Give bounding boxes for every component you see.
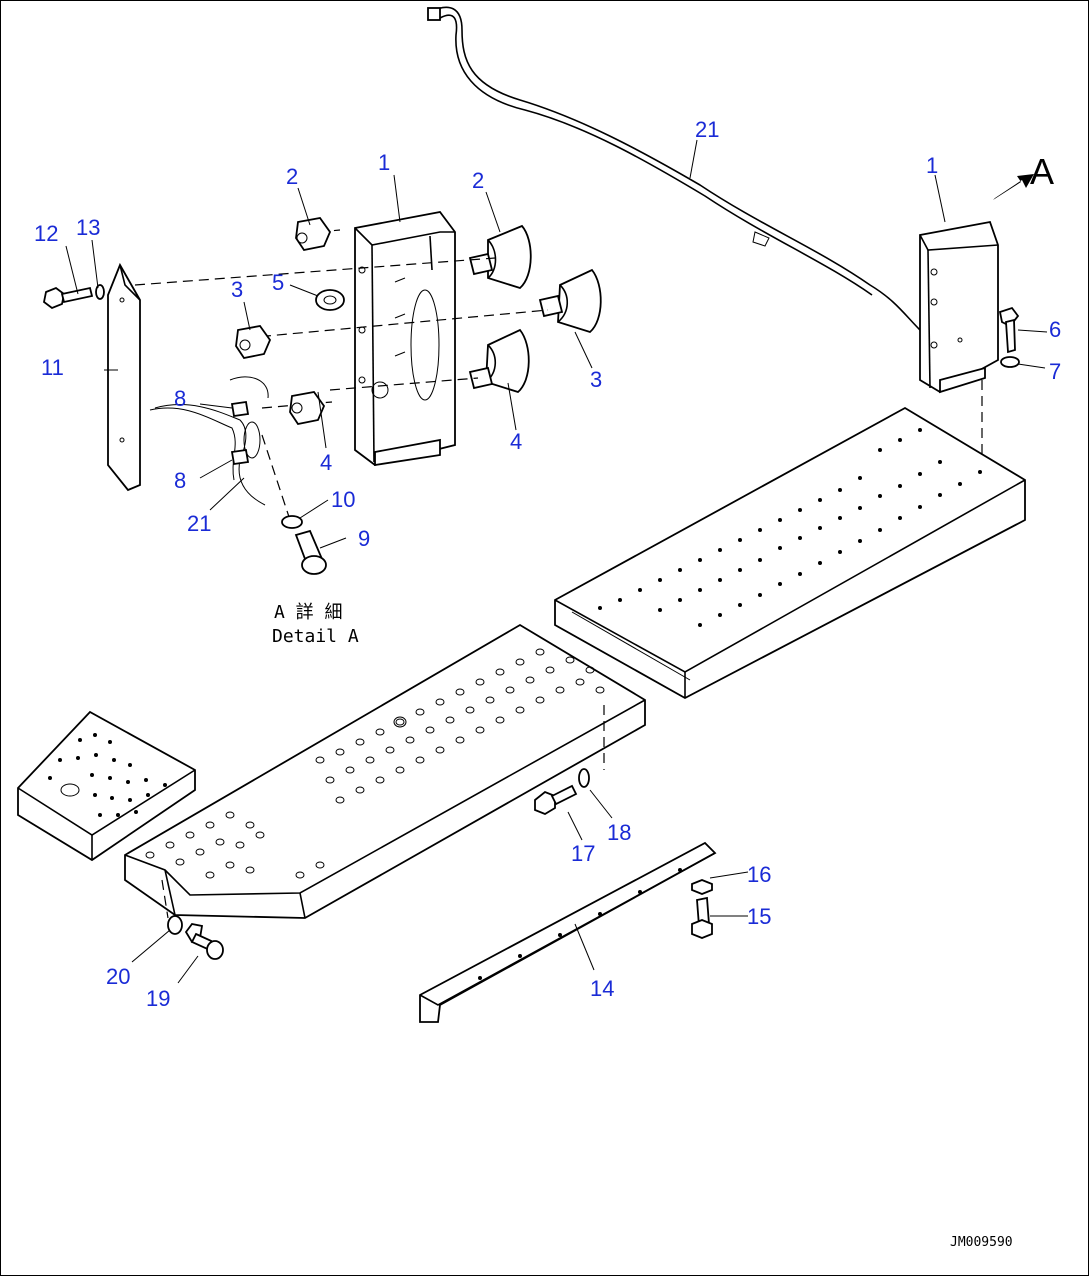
cover-plate (107, 262, 141, 492)
leader-lines (65, 139, 1048, 984)
bolt-12 (43, 286, 94, 310)
callout-17: 17 (571, 841, 595, 866)
step-right (554, 406, 1026, 700)
bolt-17 (534, 784, 578, 816)
clip-4 (289, 391, 326, 426)
clip-3 (235, 325, 272, 360)
callout-6: 6 (1049, 317, 1061, 342)
callout-3-lamp: 3 (590, 367, 602, 392)
callout-8-top: 8 (174, 386, 186, 411)
work-lamp-4 (468, 328, 530, 394)
detail-label-en: Detail A (272, 626, 359, 647)
step-middle (124, 623, 646, 919)
wiring-harness (427, 6, 921, 331)
callout-11: 11 (41, 355, 64, 380)
bolt-15 (691, 896, 713, 939)
grommet-5 (315, 289, 345, 311)
lower-assembly-lines (161, 705, 605, 919)
mounting-rail (419, 841, 717, 1023)
callout-21-top: 21 (695, 117, 719, 142)
nut-16 (691, 879, 713, 895)
callout-2: 2 (286, 164, 298, 189)
callout-7: 7 (1049, 359, 1061, 384)
view-arrow (993, 174, 1034, 200)
callout-21-detail: 21 (187, 511, 211, 536)
bolt-9 (294, 529, 327, 575)
washer-18 (578, 768, 590, 788)
work-lamp-2 (468, 224, 532, 290)
callout-1: 1 (378, 150, 390, 175)
callout-12: 12 (34, 221, 58, 246)
callout-10: 10 (331, 487, 355, 512)
callout-20: 20 (106, 964, 130, 989)
callouts: 1 1 2 2 3 3 4 4 5 6 7 8 8 9 10 11 12 13 … (34, 117, 1061, 1011)
washer-10 (281, 515, 303, 529)
clip-2 (295, 217, 332, 252)
callout-8-bottom: 8 (174, 468, 186, 493)
callout-9: 9 (358, 526, 370, 551)
callout-4-lamp: 4 (510, 429, 522, 454)
callout-19: 19 (146, 986, 170, 1011)
callout-18: 18 (607, 820, 631, 845)
drawing-code: JM009590 (950, 1235, 1013, 1250)
callout-4: 4 (320, 450, 332, 475)
callout-5: 5 (272, 270, 284, 295)
lamp-bracket (354, 211, 456, 467)
view-marker-a: A (1030, 151, 1054, 192)
bracket-right (919, 220, 1020, 488)
detail-label-jp: A 詳 細 (274, 602, 343, 623)
bolt-19 (184, 923, 224, 960)
callout-3: 3 (231, 277, 243, 302)
work-lamp-3 (538, 268, 602, 334)
callout-15: 15 (747, 904, 771, 929)
callout-1-right: 1 (926, 153, 938, 178)
harness-detail (149, 376, 269, 506)
callout-16: 16 (747, 862, 771, 887)
step-left (17, 710, 196, 862)
washer-20 (167, 915, 183, 935)
washer-13 (95, 284, 105, 300)
callout-14: 14 (590, 976, 614, 1001)
callout-13: 13 (76, 215, 100, 240)
callout-2-lamp: 2 (472, 168, 484, 193)
